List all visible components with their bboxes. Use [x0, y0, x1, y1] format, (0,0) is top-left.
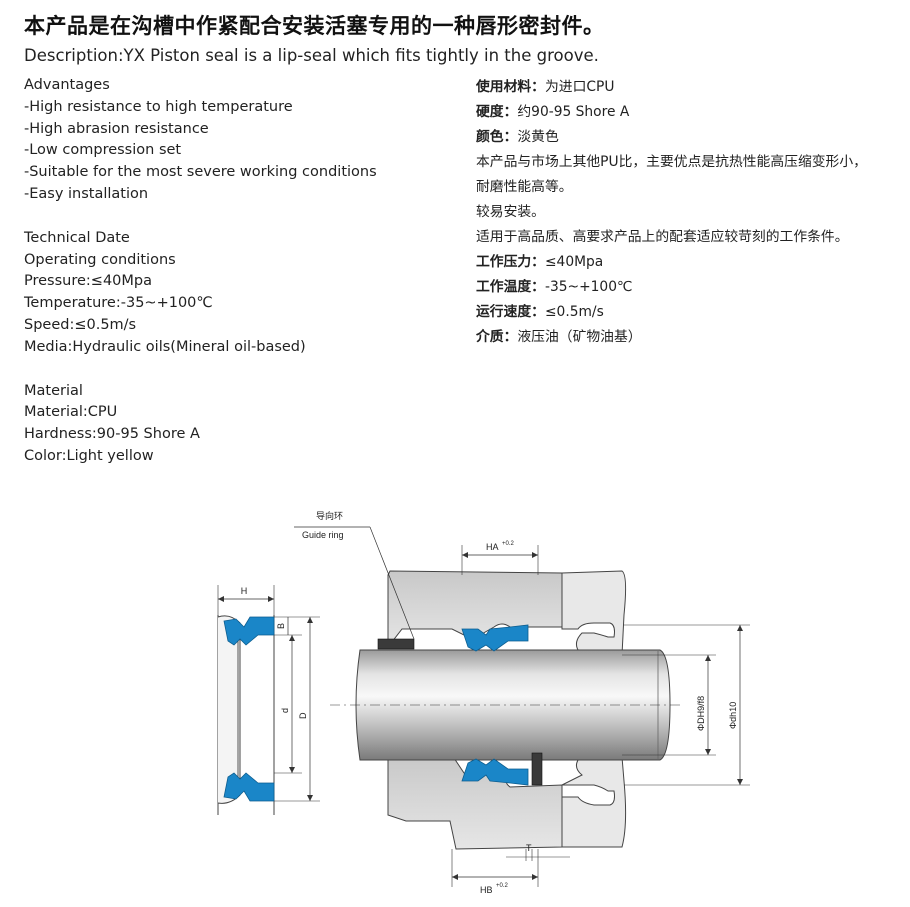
assembly: 导向环 Guide ring HA +0.2 HB +0.2 T ΦDH9/f8… [294, 510, 750, 895]
dim-d: d [280, 708, 290, 713]
dim-H: H [241, 586, 248, 596]
cn-advantage-2: 耐磨性能高等。 [476, 179, 573, 195]
technical-item: Operating conditions [24, 251, 176, 268]
guide-ring-en: Guide ring [302, 530, 344, 540]
dim-dh10: Φdh10 [728, 702, 738, 729]
technical-item: Media:Hydraulic oils(Mineral oil-based) [24, 338, 306, 355]
cn-speed: 运行速度：≤0.5m/s [476, 304, 604, 320]
cn-media: 介质：液压油（矿物油基） [476, 329, 642, 345]
dim-HA: HA [486, 542, 499, 552]
dim-HB-tol: +0.2 [496, 883, 509, 889]
cn-color: 颜色：淡黄色 [476, 129, 559, 145]
dim-HA-tol: +0.2 [502, 541, 515, 547]
cn-suitable: 适用于高品质、高要求产品上的配套适应较苛刻的工作条件。 [476, 229, 849, 245]
dim-DH9-f8: ΦDH9/f8 [696, 696, 706, 731]
dim-B: B [276, 623, 286, 629]
cn-hardness: 硬度：约90-95 Shore A [476, 104, 630, 120]
technical-item: Pressure:≤40Mpa [24, 273, 153, 290]
advantage-item: -Suitable for the most severe working co… [24, 164, 377, 181]
advantage-item: -High resistance to high temperature [24, 98, 293, 115]
cn-pressure: 工作压力：≤40Mpa [476, 254, 604, 270]
cn-install: 较易安装。 [476, 204, 545, 220]
english-specs: Advantages -High resistance to high temp… [24, 75, 464, 468]
dim-T: T [526, 843, 532, 853]
seal-cross-section: H B d D [217, 585, 320, 815]
advantage-item: -High abrasion resistance [24, 120, 209, 137]
technical-heading: Technical Date [24, 229, 130, 246]
advantages-heading: Advantages [24, 77, 110, 93]
cn-material: 使用材料：为进口CPU [476, 79, 615, 95]
material-item: Hardness:90-95 Shore A [24, 426, 200, 443]
seal-installation-diagram: H B d D 导向环 Guide ri [217, 510, 750, 895]
advantage-item: -Low compression set [24, 142, 182, 159]
description: Description:YX Piston seal is a lip-seal… [24, 46, 599, 65]
technical-item: Speed:≤0.5m/s [24, 316, 137, 333]
material-heading: Material [24, 382, 83, 399]
technical-item: Temperature:-35~+100℃ [24, 295, 213, 312]
cn-advantage-1: 本产品与市场上其他PU比，主要优点是抗热性能高压缩变形小， [476, 154, 867, 170]
advantage-item: -Easy installation [24, 185, 149, 202]
material-item: Material:CPU [24, 404, 118, 421]
dim-D: D [298, 712, 308, 719]
page-title: 本产品是在沟槽中作紧配合安装活塞专用的一种唇形密封件。 [24, 14, 605, 38]
guide-ring-cn: 导向环 [316, 510, 343, 521]
chinese-specs: 使用材料：为进口CPU 硬度：约90-95 Shore A 颜色：淡黄色 本产品… [476, 75, 906, 350]
dim-HB: HB [480, 885, 493, 895]
material-item: Color:Light yellow [24, 447, 154, 464]
cn-temperature: 工作温度：-35~+100℃ [476, 279, 633, 295]
